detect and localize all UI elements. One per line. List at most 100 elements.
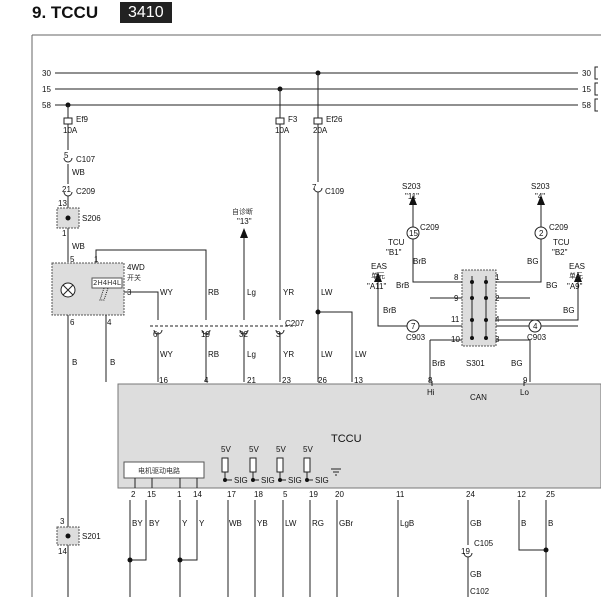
c107-pin: 5 (64, 151, 69, 160)
c105-arc (463, 552, 473, 558)
c209b-name: C209 (420, 223, 440, 232)
arrow-icon (409, 195, 417, 205)
wire-lw-2: LW (321, 350, 333, 359)
lamp-cross (62, 284, 74, 296)
tcu-right-pin: "B2" (552, 248, 568, 257)
c209c-name: C209 (549, 223, 569, 232)
rail-15-left: 15 (42, 85, 51, 94)
s203-right-name: S203 (531, 182, 550, 191)
rail-58-left: 58 (42, 101, 51, 110)
c903b-name: C903 (527, 333, 547, 342)
sig-label: SIG (261, 476, 275, 485)
arrow-icon (574, 272, 582, 282)
wire-y-2: Y (199, 519, 205, 528)
page-header: 9. TCCU 3410 (0, 0, 601, 30)
tccu-bottom-pin: 2 (131, 490, 136, 499)
s301-dots (470, 280, 488, 340)
wire-brb-2: BrB (396, 281, 409, 290)
s201-pin-top: 3 (60, 517, 65, 526)
wire-yr-2: YR (283, 350, 294, 359)
ef26-feed (313, 73, 353, 382)
sig-label: SIG (288, 476, 302, 485)
wire-bg-2: BG (546, 281, 558, 290)
motor-drive-box (123, 461, 205, 479)
bottom-wires (67, 500, 547, 597)
sensor-supplies: 5V 5V 5V 5V SIG SIG SIG SIG (221, 445, 341, 485)
tccu-top-pin: 8 (428, 376, 433, 385)
switch-pin-5: 5 (70, 255, 75, 264)
wire-by-1: BY (132, 519, 143, 528)
s301-pin-l3: 11 (451, 315, 460, 324)
diag-arrow-icon (240, 228, 248, 238)
arrow-icon (537, 195, 545, 205)
s206-pin-bottom: 1 (62, 229, 67, 238)
c207-name: C207 (285, 319, 305, 328)
wire-rg: RG (312, 519, 324, 528)
fuse-f3-name: F3 (288, 115, 298, 124)
s301-internal (471, 276, 487, 340)
sig-label: SIG (315, 476, 329, 485)
rail-30-right: 30 (582, 69, 591, 78)
tccu-bottom-pin: 17 (227, 490, 236, 499)
eas-left-cn: 单元 (371, 271, 385, 280)
c209a-pin: 21 (62, 185, 71, 194)
eas-left-name: EAS (371, 262, 387, 271)
eas-left-pin: "A11" (367, 282, 386, 291)
tccu-top-pin: 9 (523, 376, 528, 385)
c107-name: C107 (76, 155, 96, 164)
wire-gbr: GBr (339, 519, 354, 528)
tcu-left-pin: "B1" (386, 248, 402, 257)
c209b-circle (406, 226, 420, 240)
c109-name: C109 (325, 187, 345, 196)
wire-y-1: Y (182, 519, 188, 528)
c109-pin: 7 (312, 183, 317, 192)
s201-dot (65, 533, 71, 539)
s206-pin-top: 13 (58, 199, 67, 208)
supply-5v: 5V (276, 445, 286, 454)
wire-brb-4: BrB (432, 359, 445, 368)
diag-ref-cn: 自诊断 (232, 207, 253, 216)
c209a-name: C209 (76, 187, 96, 196)
c903b-pin: 4 (533, 322, 538, 331)
c209b-pin: 15 (409, 229, 418, 238)
wire-yr-1: YR (283, 288, 294, 297)
s201-pin-bottom: 14 (58, 547, 67, 556)
diag-ref-pin: "13" (237, 217, 252, 226)
eas-right-pin: "A9" (567, 282, 583, 291)
section-title: 9. TCCU (32, 3, 99, 22)
arrow-icon (374, 272, 382, 282)
fuse-f3-rating: 10A (275, 126, 290, 135)
s301-box (461, 269, 497, 347)
rail-58-right: 58 (582, 101, 591, 110)
section-code-badge: 3410 (120, 2, 172, 23)
junction-dot (543, 547, 549, 553)
eas-right-cn: 单元 (569, 271, 583, 280)
wire-gb-2: GB (470, 570, 482, 579)
supply-5v: 5V (249, 445, 259, 454)
switch-pin-4: 4 (107, 318, 112, 327)
tccu-bottom-pin: 20 (335, 490, 344, 499)
s201-name: S201 (82, 532, 101, 541)
motor-drive-label: 电机驱动电路 (138, 466, 180, 475)
tccu-bottom-pin: 11 (396, 490, 405, 499)
tccu-top-pin: 26 (318, 376, 327, 385)
wire-bg-4: BG (511, 359, 523, 368)
tccu-bottom-pin: 25 (546, 490, 555, 499)
switch-modes: 2H4H4L (93, 279, 121, 287)
wire-bg-1: BG (527, 257, 539, 266)
c102-name: C102 (470, 587, 490, 596)
s203-left-pin: "11" (405, 192, 419, 201)
junction-dot (127, 557, 133, 563)
junction-dot (315, 309, 321, 315)
wire-lg-2: Lg (247, 350, 256, 359)
switch-pin-6: 6 (70, 318, 75, 327)
tccu-bottom-pin: 12 (517, 490, 526, 499)
c903b-circle (528, 319, 542, 333)
f3-feed (275, 89, 285, 382)
tccu-bottom-pin: 24 (466, 490, 475, 499)
c903a-pin: 7 (411, 322, 416, 331)
fuse-ef26-name: Ef26 (326, 115, 343, 124)
fuse-ef9-rating: 10A (63, 126, 78, 135)
wire-brb-3: BrB (383, 306, 396, 315)
